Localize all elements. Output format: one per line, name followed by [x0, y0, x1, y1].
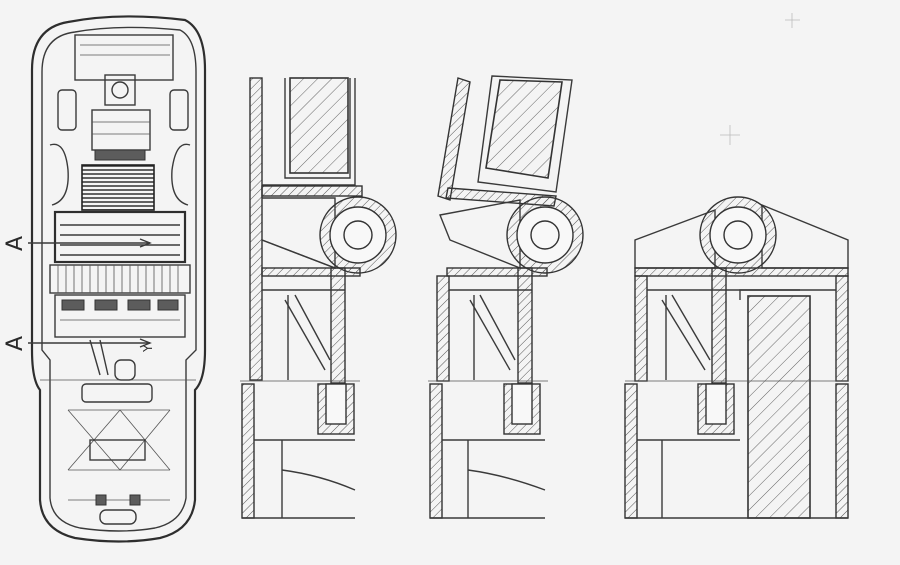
- lower-panel-open: [747, 295, 811, 519]
- section-tilted: [428, 75, 584, 519]
- steering-assembly: [91, 109, 151, 151]
- section-label-upper: A: [3, 236, 28, 251]
- piston-rod-open: [711, 267, 727, 384]
- seat-frame: [53, 210, 187, 264]
- hinge-pin: [343, 220, 373, 250]
- axis-label: Y: [141, 344, 155, 353]
- battery-grille: [81, 164, 155, 211]
- rear-truss: [67, 409, 171, 501]
- front-bracket: [104, 74, 136, 106]
- ribbed-floor: [49, 264, 191, 294]
- upper-panel: [289, 77, 349, 174]
- upper-panel-tilted: [485, 79, 563, 179]
- outer-wall-left: [249, 77, 263, 381]
- front-deck: [74, 34, 174, 81]
- rear-bumper-bracket: [81, 383, 153, 403]
- section-line-upper: [28, 238, 152, 248]
- outer-wall-tilted: [437, 77, 471, 201]
- section-line-lower: [28, 338, 152, 348]
- section-open: [624, 196, 849, 519]
- piston-rod: [330, 267, 346, 384]
- body-outline: [30, 15, 207, 543]
- section-label-lower: A: [3, 336, 28, 351]
- margin-marks: [720, 13, 800, 145]
- section-closed: [240, 77, 397, 519]
- piston-rod-tilted: [517, 267, 533, 384]
- body-inner-outline: [41, 26, 197, 532]
- mechanism-row: [54, 294, 186, 338]
- plan-view: [28, 15, 207, 543]
